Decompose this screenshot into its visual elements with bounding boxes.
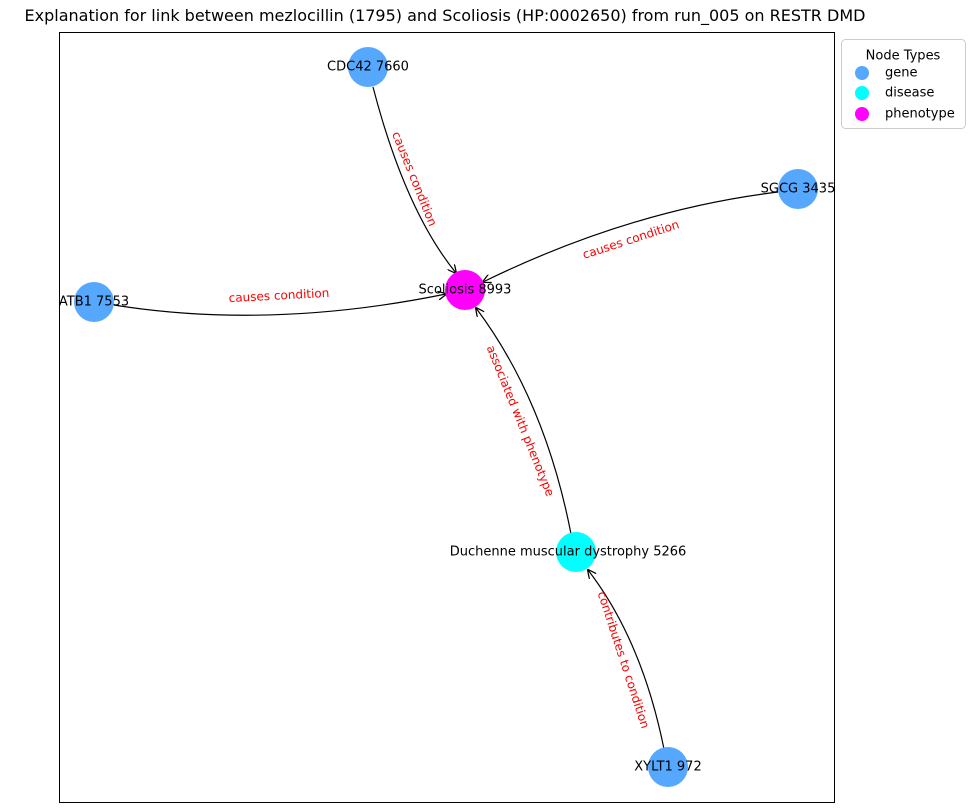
edge-dmd-scoliosis xyxy=(476,308,572,535)
edge-label-atb1-scoliosis: causes condition xyxy=(228,286,329,305)
node-label: ATB1 7553 xyxy=(59,295,129,310)
node-label: XYLT1 972 xyxy=(634,760,701,775)
legend-marker-phenotype xyxy=(855,107,869,121)
edge-xylt1-dmd xyxy=(588,570,665,750)
legend-box xyxy=(841,39,966,129)
node-circle-gene xyxy=(348,47,388,87)
node-dmd: Duchenne muscular dystrophy 5266 xyxy=(450,532,687,572)
node-xylt1: XYLT1 972 xyxy=(634,747,702,787)
node-label: Scoliosis 8993 xyxy=(419,283,512,298)
diagram-title: Explanation for link between mezlocillin… xyxy=(24,6,866,25)
node-circle-gene xyxy=(648,747,688,787)
legend-label-disease: disease xyxy=(885,86,934,101)
legend-marker-disease xyxy=(855,86,869,100)
edge-sgcg-scoliosis xyxy=(483,191,779,282)
legend-marker-gene xyxy=(855,66,869,80)
legend: Node Types gene disease phenotype xyxy=(841,39,966,129)
edge-atb1-scoliosis xyxy=(113,294,446,316)
node-circle-gene xyxy=(778,169,818,209)
node-circle-phenotype xyxy=(445,270,485,310)
legend-label-phenotype: phenotype xyxy=(885,107,955,122)
node-scoliosis: Scoliosis 8993 xyxy=(419,270,512,310)
node-cdc42: CDC42 7660 xyxy=(327,47,409,87)
edge-cdc42-scoliosis xyxy=(372,86,456,273)
node-label: SGCG 3435 xyxy=(761,182,836,197)
node-circle-disease xyxy=(556,532,596,572)
node-label: CDC42 7660 xyxy=(327,60,409,75)
edge-label-sgcg-scoliosis: causes condition xyxy=(581,217,681,261)
node-circle-gene xyxy=(74,282,114,322)
edge-label-xylt1-dmd: contributes to condition xyxy=(595,590,653,731)
legend-title: Node Types xyxy=(866,49,941,64)
edge-label-dmd-scoliosis: associated with phenotype xyxy=(484,343,558,498)
node-sgcg: SGCG 3435 xyxy=(761,169,836,209)
node-label: Duchenne muscular dystrophy 5266 xyxy=(450,545,687,560)
plot-frame xyxy=(59,32,835,803)
node-atb1: ATB1 7553 xyxy=(59,282,129,322)
legend-label-gene: gene xyxy=(885,66,918,81)
edge-label-cdc42-scoliosis: causes condition xyxy=(389,129,440,228)
